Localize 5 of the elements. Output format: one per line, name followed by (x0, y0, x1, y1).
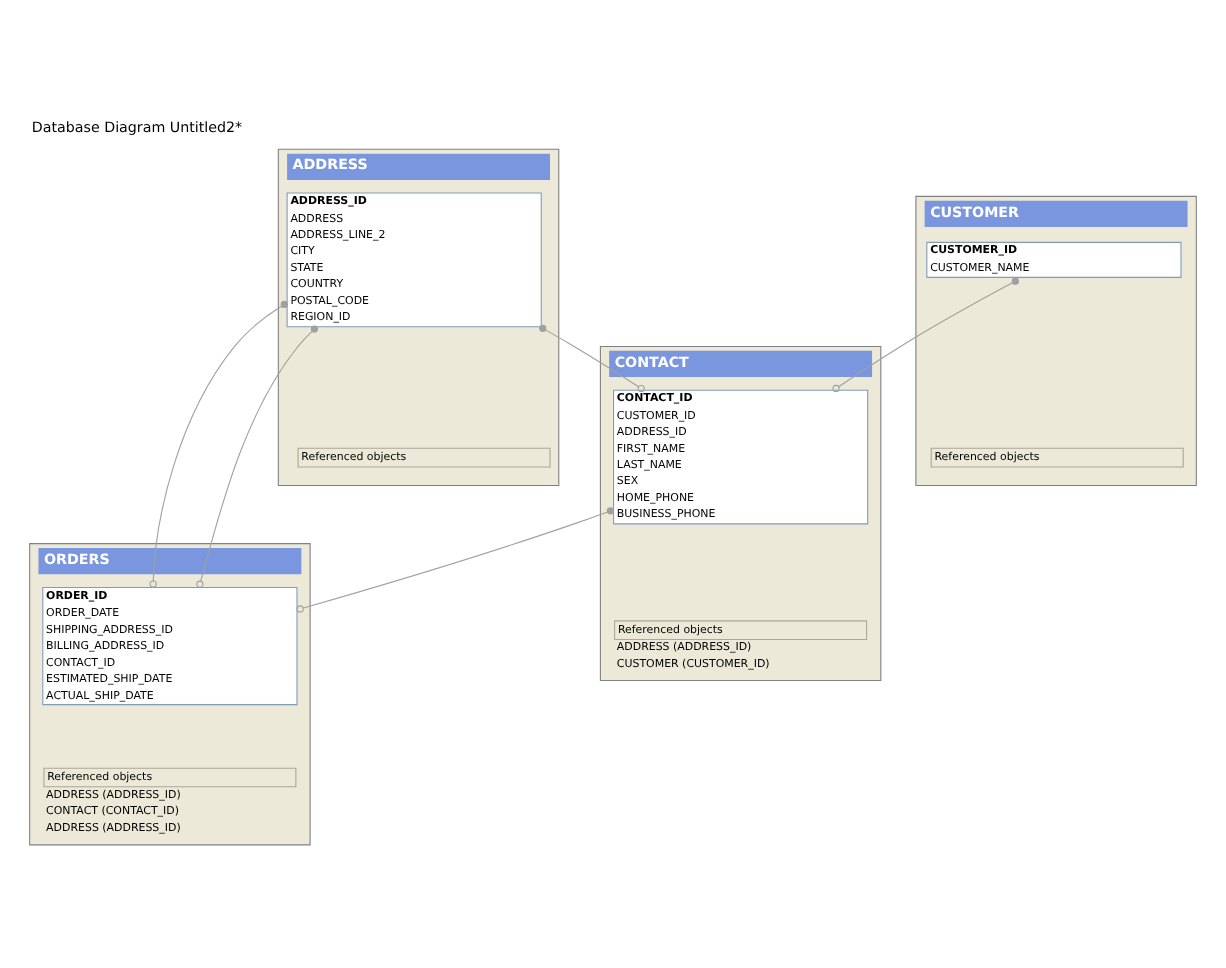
connector (296, 506, 615, 612)
connector (539, 323, 645, 392)
connector (832, 276, 1019, 392)
connector (149, 299, 288, 587)
connector (196, 324, 319, 587)
